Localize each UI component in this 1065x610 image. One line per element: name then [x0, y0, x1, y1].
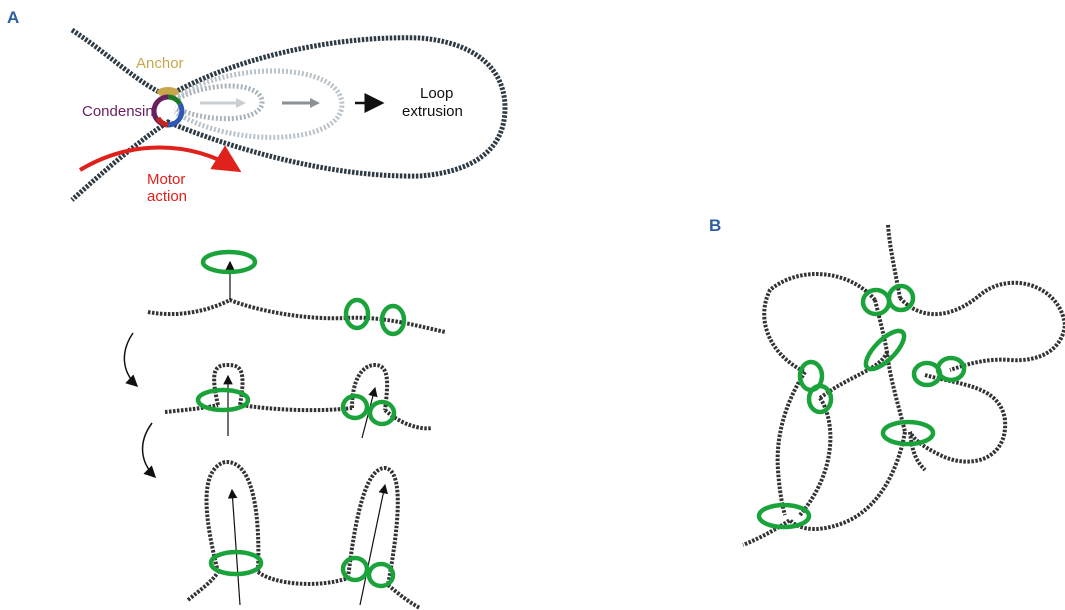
stage-3-dna-base: [186, 570, 421, 610]
chromatin-network: [742, 224, 1065, 547]
network-ring-7: [935, 355, 967, 383]
stage-3: [186, 459, 421, 610]
faded-loop-medium: [173, 68, 345, 140]
condensin-ring-bound-2: [379, 303, 407, 337]
panel-label-b: B: [709, 216, 722, 235]
dna-main-loop: [70, 27, 508, 202]
loop-extrusion-label-1: Loop: [420, 85, 453, 102]
stage-3-ring-right-1: [340, 555, 370, 583]
faded-arrowhead-2: [310, 98, 320, 108]
stage-3-loop-left: [204, 459, 261, 573]
network-loop-right: [908, 373, 1008, 464]
anchor-label: Anchor: [136, 55, 184, 72]
condensin-ring: [151, 94, 185, 128]
stage-1: [147, 249, 446, 337]
stage-2-loop-right: [350, 362, 390, 411]
condensin-label: Condensin: [82, 103, 154, 120]
anchor-shape: [157, 87, 179, 97]
stage-3-ring-left: [208, 549, 264, 577]
faded-arrowhead-1: [236, 98, 246, 108]
panel-label-a: A: [7, 8, 20, 27]
network-ring-8: [880, 419, 936, 447]
stage-2-loop-left: [212, 362, 245, 406]
stage-2: [164, 362, 433, 439]
loop-extrusion-label-2: extrusion: [402, 103, 463, 120]
network-strand-right-down: [908, 431, 927, 472]
network-loop-upper-left: [762, 272, 877, 374]
stage-3-arrow-right: [359, 483, 388, 606]
loop-extrusion-schematic: Anchor Condensin Loop extrusion Motor ac…: [70, 27, 508, 205]
stage-2-ring-left: [195, 387, 251, 413]
stage-3-loop-right: [346, 465, 400, 586]
motor-label-2: action: [147, 188, 187, 205]
stage-transition-arrow-1: [123, 332, 139, 388]
stage-2-ring-right-2: [367, 399, 397, 427]
condensin-ring-free: [200, 249, 258, 275]
network-ring-5: [806, 383, 834, 415]
stage-1-dna: [147, 297, 446, 334]
motor-arrow: [78, 145, 242, 173]
network-loop-upper-right: [898, 280, 1065, 372]
condensin-ring-bound-1: [343, 297, 371, 331]
stage-transition-arrow-2: [141, 422, 157, 479]
stage-2-dna-base: [164, 403, 433, 431]
network-strand-bottom: [742, 431, 907, 547]
stage-3-ring-right-2: [366, 561, 396, 589]
extrusion-stages: [123, 249, 446, 610]
network-loop-mid: [798, 351, 889, 517]
stage-2-ring-right-1: [340, 393, 370, 421]
stage-3-arrow-left: [227, 488, 241, 606]
network-ring-3: [863, 328, 907, 372]
network-ring-2: [886, 283, 916, 313]
faded-loop-small: [173, 83, 265, 122]
network-ring-9: [756, 502, 812, 530]
network-loop-left: [775, 370, 807, 516]
motor-label-1: Motor: [147, 171, 185, 188]
